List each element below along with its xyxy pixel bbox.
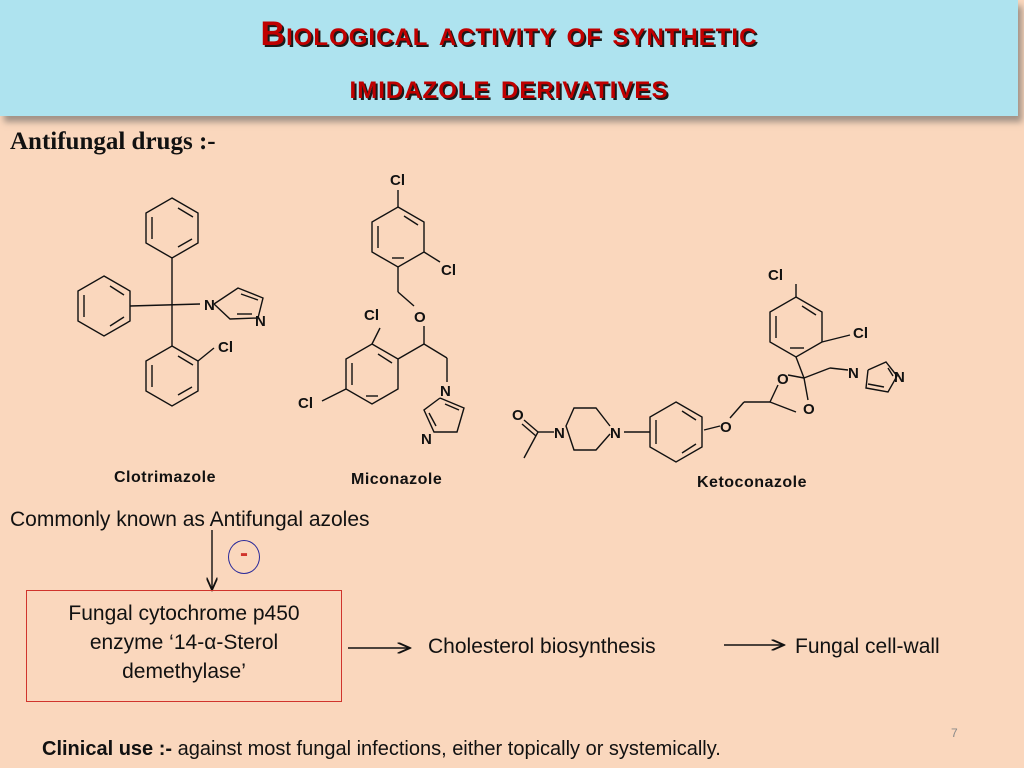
atom-label-o: O <box>720 419 732 436</box>
common-name-text: Commonly known as Antifungal azoles <box>10 508 370 531</box>
atom-label-cl: Cl <box>364 307 379 324</box>
atom-label-cl: Cl <box>218 339 233 356</box>
atom-label-o: O <box>803 401 815 418</box>
compound-name-clotrimazole: Clotrimazole <box>114 469 216 486</box>
miconazole-structure <box>321 190 465 433</box>
clinical-use-text: against most fungal infections, either t… <box>172 738 721 760</box>
title-banner <box>0 0 1018 116</box>
section-subtitle: Antifungal drugs :- <box>10 128 216 155</box>
clinical-use-label: Clinical use :- <box>42 738 173 760</box>
atom-label-n: N <box>440 383 451 400</box>
atom-label-o: O <box>512 407 524 424</box>
enzyme-box: Fungal cytochrome p450 enzyme ‘14-α-Ster… <box>26 590 342 702</box>
atom-label-o: O <box>777 371 789 388</box>
compound-name-miconazole: Miconazole <box>351 471 442 488</box>
atom-label-n: N <box>421 431 432 448</box>
clinical-use-line: Clinical use :- against most fungal infe… <box>42 738 721 761</box>
atom-label-n: N <box>848 365 859 382</box>
atom-label-cl: Cl <box>390 172 405 189</box>
atom-label-n: N <box>204 297 215 314</box>
cell-wall-text: Fungal cell-wall <box>795 635 940 658</box>
ketoconazole-structure <box>521 284 898 463</box>
slide-title-line-1: Biological activity of synthetic <box>260 15 758 53</box>
compound-name-ketoconazole: Ketoconazole <box>697 474 807 491</box>
atom-label-cl: Cl <box>768 267 783 284</box>
cholesterol-text: Cholesterol biosynthesis <box>428 635 656 658</box>
inhibition-symbol: - <box>228 540 260 574</box>
atom-label-n: N <box>554 425 565 442</box>
atom-label-cl: Cl <box>441 262 456 279</box>
atom-label-cl: Cl <box>298 395 313 412</box>
atom-label-n: N <box>894 369 905 386</box>
enzyme-text: Fungal cytochrome p450 enzyme ‘14-α-Ster… <box>68 602 300 683</box>
atom-label-cl: Cl <box>853 325 868 342</box>
atom-label-o: O <box>414 309 426 326</box>
clotrimazole-structure <box>77 197 264 407</box>
atom-label-n: N <box>255 313 266 330</box>
atom-label-n: N <box>610 425 621 442</box>
page-number: 7 <box>951 726 958 740</box>
slide-title-line-2: imidazole derivatives <box>349 68 669 106</box>
